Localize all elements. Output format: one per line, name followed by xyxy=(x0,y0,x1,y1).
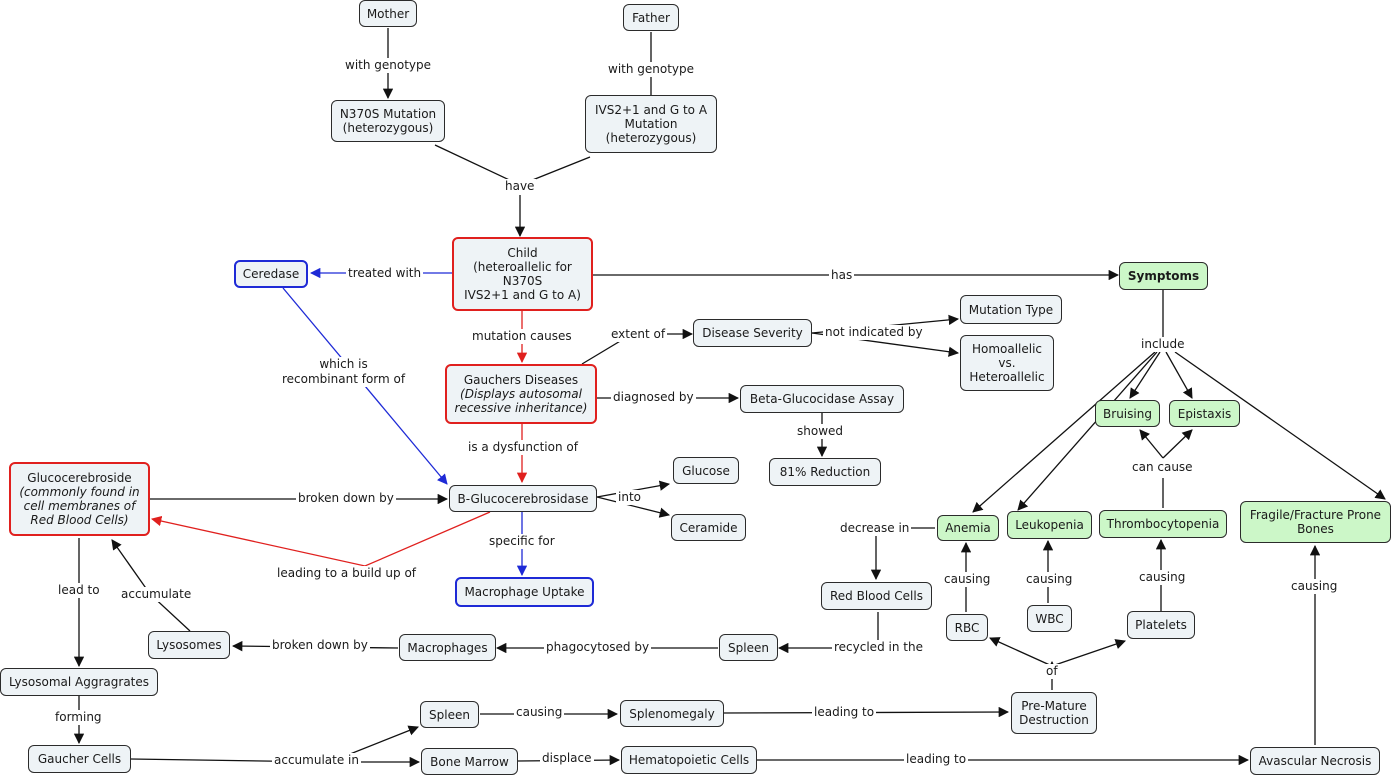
node-ceramide[interactable]: Ceramide xyxy=(671,514,746,541)
node-glucose[interactable]: Glucose xyxy=(673,457,739,484)
node-father[interactable]: Father xyxy=(623,4,679,31)
node-thrombocytopenia[interactable]: Thrombocytopenia xyxy=(1099,510,1227,538)
edge-enzyme-ceramide xyxy=(596,496,671,518)
link-label-causing: causing xyxy=(1289,579,1340,594)
node-bone-marrow[interactable]: Bone Marrow xyxy=(421,748,518,775)
node-symptoms[interactable]: Symptoms xyxy=(1119,262,1208,290)
link-label-lead-to: lead to xyxy=(56,583,102,598)
node-mutation-type[interactable]: Mutation Type xyxy=(960,295,1062,324)
link-label-include: include xyxy=(1139,337,1187,352)
link-label-showed: showed xyxy=(795,424,846,439)
link-label-can-cause: can cause xyxy=(1130,460,1195,475)
link-label-recycled-in-the: recycled in the xyxy=(832,640,925,655)
link-label-leading-to: leading to xyxy=(904,752,969,767)
node-ceredase[interactable]: Ceredase xyxy=(234,260,308,288)
node-spleen[interactable]: Spleen xyxy=(719,634,778,661)
edge-cancause-epistaxis xyxy=(1162,429,1193,459)
node-lysosomes[interactable]: Lysosomes xyxy=(148,631,230,659)
edge-cancause-bruising xyxy=(1139,429,1164,459)
node-lysosomal-aggragrates[interactable]: Lysosomal Aggragrates xyxy=(0,668,158,696)
node-spleen[interactable]: Spleen xyxy=(420,701,479,728)
edge-premature-platelets xyxy=(1051,639,1126,667)
link-label-causing: causing xyxy=(1024,572,1075,587)
link-label-have: have xyxy=(503,179,537,194)
node-leukopenia[interactable]: Leukopenia xyxy=(1007,511,1092,539)
link-label-with-genotype: with genotype xyxy=(343,58,434,73)
node-bruising[interactable]: Bruising xyxy=(1095,400,1160,427)
link-label-has: has xyxy=(829,268,855,283)
node-macrophage-uptake[interactable]: Macrophage Uptake xyxy=(455,577,594,607)
node-b-glucocerebrosidase[interactable]: B-Glucocerebrosidase xyxy=(449,485,597,512)
node-avascular-necrosis[interactable]: Avascular Necrosis xyxy=(1250,747,1380,775)
link-label-with-genotype: with genotype xyxy=(606,62,697,77)
link-label-causing: causing xyxy=(514,705,565,720)
edge-premature-rbc xyxy=(989,637,1053,667)
edge-include-epistaxis xyxy=(1165,351,1193,399)
link-label-treated-with: treated with xyxy=(346,266,424,281)
link-label-of: of xyxy=(1044,664,1060,679)
node-rbc[interactable]: RBC xyxy=(946,614,988,641)
node-gaucher-cells[interactable]: Gaucher Cells xyxy=(28,745,131,773)
edge-include-leukopenia xyxy=(1017,351,1158,511)
link-label-phagocytosed-by: phagocytosed by xyxy=(544,640,652,655)
link-label-leading-to: leading to xyxy=(812,705,877,720)
link-label-broken-down-by: broken down by xyxy=(296,491,396,506)
node-splenomegaly[interactable]: Splenomegaly xyxy=(620,700,724,727)
node-red-blood-cells[interactable]: Red Blood Cells xyxy=(821,582,932,610)
node-beta-glucocidase-assay[interactable]: Beta-Glucocidase Assay xyxy=(740,385,904,413)
link-label-dysfunction-of: is a dysfunction of xyxy=(466,440,580,455)
link-label-specific-for: specific for xyxy=(487,534,557,549)
edge-include-bruising xyxy=(1129,351,1161,399)
edge-lysosomes-glucocerebroside xyxy=(111,539,191,632)
link-label-accumulate: accumulate xyxy=(119,587,194,602)
link-label-mutation-causes: mutation causes xyxy=(470,329,574,344)
link-label-extent-of: extent of xyxy=(609,327,668,342)
node-mother[interactable]: Mother xyxy=(359,0,417,27)
link-label-forming: forming xyxy=(53,710,104,725)
edge-include-bones xyxy=(1174,351,1386,500)
link-label-into: into xyxy=(616,490,643,505)
node-wbc[interactable]: WBC xyxy=(1027,605,1072,632)
node-macrophages[interactable]: Macrophages xyxy=(399,634,496,661)
link-label-displace: displace xyxy=(540,751,594,766)
link-label-decrease-in: decrease in xyxy=(838,521,912,536)
edge-n370s-have xyxy=(434,144,521,186)
node-n370s-mutation[interactable]: N370S Mutation(heterozygous) xyxy=(331,100,445,142)
edge-enzyme-glucocerebroside xyxy=(150,511,491,567)
link-label-recombinant-form-of: which is recombinant form of xyxy=(280,357,408,387)
link-label-causing: causing xyxy=(942,572,993,587)
node-hematopoietic-cells[interactable]: Hematopoietic Cells xyxy=(621,746,757,774)
link-label-broken-down-by: broken down by xyxy=(270,638,370,653)
node-platelets[interactable]: Platelets xyxy=(1127,611,1195,639)
link-label-accumulate-in: accumulate in xyxy=(272,753,361,768)
node-anemia[interactable]: Anemia xyxy=(937,515,999,541)
node-81-reduction[interactable]: 81% Reduction xyxy=(769,458,881,486)
link-label-build-up-of: leading to a build up of xyxy=(275,566,419,581)
link-label-causing: causing xyxy=(1137,570,1188,585)
edge-include-anemia xyxy=(972,351,1156,513)
node-epistaxis[interactable]: Epistaxis xyxy=(1169,400,1240,427)
link-label-not-indicated-by: not indicated by xyxy=(823,325,925,340)
link-label-diagnosed-by: diagnosed by xyxy=(611,390,696,405)
node-disease-severity[interactable]: Disease Severity xyxy=(693,319,812,347)
